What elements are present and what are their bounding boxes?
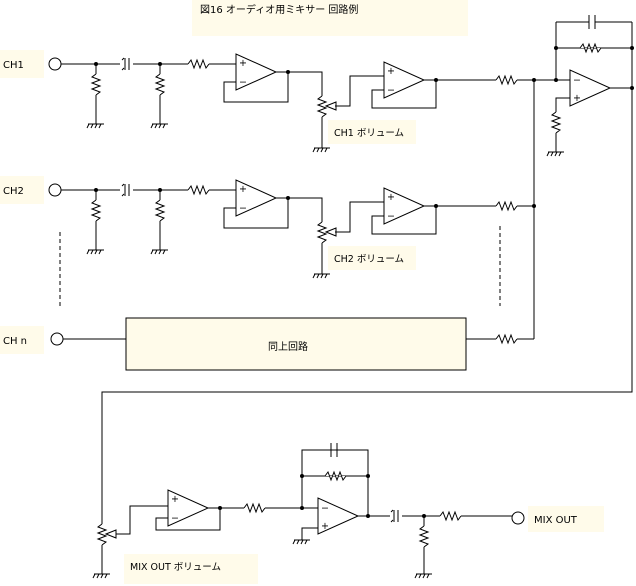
svg-text:+: +	[573, 93, 581, 104]
svg-text:−: −	[321, 503, 329, 514]
ch2-bias-resistor	[90, 199, 102, 222]
same-circuit-label: 同上回路	[268, 340, 308, 353]
ch2-volume-buffer-opamp	[383, 187, 426, 225]
svg-text:+: +	[387, 66, 395, 77]
mix-pot-wiper	[104, 529, 117, 539]
ch1-input-label: CH1	[3, 60, 24, 71]
channel-n-circuit: 同上回路	[50, 317, 534, 371]
mixer-feedback-resistor	[579, 42, 602, 54]
ch2-volume-pot	[316, 221, 328, 244]
svg-text:−: −	[171, 513, 179, 524]
ch1-summing-resistor	[495, 74, 518, 86]
ch1-pot-wiper	[324, 101, 337, 111]
label-backgrounds	[0, 0, 604, 584]
svg-text:−: −	[239, 77, 247, 88]
mix-input-resistor	[243, 502, 266, 514]
mix-output-load-resistor	[418, 525, 430, 548]
mix-volume-pot	[96, 523, 108, 546]
mixer-opamp	[569, 69, 612, 107]
ch1-volume-label: CH1 ボリューム	[334, 128, 404, 139]
channel-2-circuit: + − + −	[48, 179, 534, 279]
svg-text:−: −	[387, 211, 395, 222]
chn-input-label: CH n	[3, 336, 27, 347]
svg-text:−: −	[387, 85, 395, 96]
mix-feedback-resistor	[324, 470, 347, 482]
chn-input-terminal	[50, 332, 64, 346]
same-circuit-block	[125, 317, 467, 371]
ch2-coupling-capacitor	[121, 183, 130, 197]
ch1-volume-pot	[316, 95, 328, 118]
svg-text:−: −	[573, 75, 581, 86]
svg-text:+: +	[239, 184, 247, 195]
svg-text:+: +	[321, 521, 329, 532]
ch2-volume-label: CH2 ボリューム	[334, 254, 404, 265]
ch1-input-resistor	[187, 58, 210, 70]
mix-out-label: MIX OUT	[534, 515, 578, 526]
ch1-volume-buffer-opamp	[383, 61, 426, 99]
mix-out-terminal	[511, 511, 525, 525]
mix-output-opamp	[317, 497, 360, 535]
junction-dots	[94, 46, 634, 518]
ch2-shunt-resistor	[154, 199, 166, 222]
ch2-pot-wiper	[324, 227, 337, 237]
mix-output-capacitor	[390, 509, 399, 523]
ch1-shunt-resistor	[154, 73, 166, 96]
svg-text:+: +	[239, 58, 247, 69]
svg-text:−: −	[239, 203, 247, 214]
ch1-bias-resistor	[90, 73, 102, 96]
svg-text:+: +	[171, 494, 179, 505]
svg-text:+: +	[387, 192, 395, 203]
mixer-ground-resistor	[550, 111, 562, 134]
ch2-summing-resistor	[495, 200, 518, 212]
chn-summing-resistor	[495, 333, 518, 345]
diagram-title: 図16 オーディオ用ミキサー 回路例	[200, 3, 358, 16]
channel-1-circuit: + − + −	[48, 53, 556, 153]
ch1-input-terminal	[48, 57, 62, 71]
ch2-input-resistor	[187, 184, 210, 196]
ch1-buffer-opamp	[235, 53, 278, 91]
ch1-coupling-capacitor	[121, 57, 130, 71]
ch2-buffer-opamp	[235, 179, 278, 217]
mix-output-resistor	[439, 510, 462, 522]
ch2-input-label: CH2	[3, 186, 24, 197]
ch2-input-terminal	[48, 183, 62, 197]
mix-buffer-opamp	[167, 489, 210, 527]
mix-volume-label: MIX OUT ボリューム	[130, 562, 221, 573]
